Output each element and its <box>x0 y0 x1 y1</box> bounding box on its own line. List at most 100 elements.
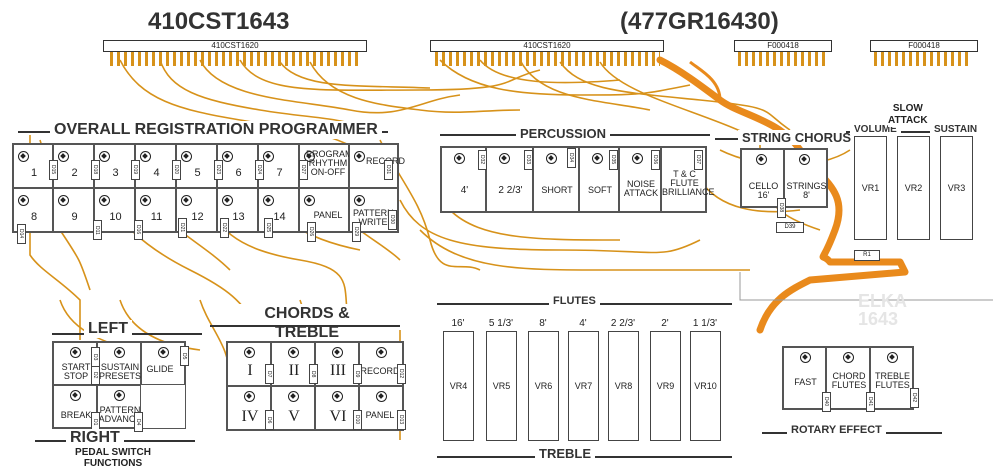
connector-3: F000418 <box>734 40 832 52</box>
board-number-title: 410CST1643 <box>148 8 290 35</box>
diode: D16 <box>134 220 143 240</box>
chords-panel: I II III RECORD IV V VI PANEL <box>226 341 404 431</box>
led-icon <box>376 347 387 358</box>
flute-113-slider[interactable]: VR10 <box>690 331 721 441</box>
perc-noise-button[interactable]: NOISE ATTACK <box>619 147 661 212</box>
connector-1-pins <box>110 52 360 66</box>
strings-button[interactable]: STRINGS 8' <box>784 149 827 207</box>
program-vi-button[interactable]: VI <box>315 386 359 430</box>
prog-button-1[interactable]: 1 <box>13 144 53 188</box>
rotary-chord-flutes-button[interactable]: CHORD FLUTES <box>826 347 870 409</box>
overall-registration-panel: 1 2 3 4 5 6 7 PROGRAM RHYTHM ON-OFF RECO… <box>12 143 405 233</box>
slow-attack-title: SLOW ATTACK <box>888 103 928 127</box>
diode: D29 <box>352 222 361 242</box>
flute-8-slider[interactable]: VR6 <box>528 331 559 441</box>
rotary-effect-panel: FAST CHORD FLUTES TREBLE FLUTES <box>782 346 914 410</box>
footage-label: 5 1/3' <box>488 318 514 329</box>
flute-16-slider[interactable]: VR4 <box>443 331 474 441</box>
sustain-slider[interactable]: VR3 <box>940 136 973 240</box>
diode: D33 <box>524 150 533 170</box>
flute-513-slider[interactable]: VR5 <box>486 331 517 441</box>
diode: D30 <box>388 210 397 230</box>
start-stop-button[interactable]: START STOP <box>53 342 97 385</box>
led-icon <box>354 195 365 206</box>
sustain-presets-button[interactable]: SUSTAIN PRESETS <box>97 342 141 385</box>
chords-header-rule <box>210 325 400 327</box>
cello-button[interactable]: CELLO 16' <box>741 149 784 207</box>
led-icon <box>58 151 69 162</box>
diode: D19 <box>131 160 140 180</box>
prog-button-3[interactable]: 3 <box>94 144 135 188</box>
prog-button-6[interactable]: 6 <box>217 144 258 188</box>
rotary-fast-button[interactable]: FAST <box>783 347 826 409</box>
prog-button-5[interactable]: 5 <box>176 144 217 188</box>
diode: D14 <box>17 224 26 244</box>
connector-4: F000418 <box>870 40 978 52</box>
prog-button-4[interactable]: 4 <box>135 144 176 188</box>
led-icon <box>800 352 811 363</box>
led-icon <box>244 347 255 358</box>
break-button[interactable]: BREAK <box>53 385 97 428</box>
string-chorus-panel: CELLO 16' STRINGS 8' <box>740 148 828 208</box>
diode: D27 <box>299 160 308 180</box>
diode: D38 <box>777 198 786 218</box>
diode: D21 <box>178 218 187 238</box>
volume-slider[interactable]: VR1 <box>854 136 887 240</box>
diode: D6 <box>265 410 274 430</box>
led-icon <box>632 153 643 164</box>
pattern-advance-button[interactable]: PATTERN ADVANCE <box>97 385 141 428</box>
led-icon <box>222 195 233 206</box>
led-icon <box>843 352 854 363</box>
led-icon <box>114 390 125 401</box>
led-icon <box>114 347 125 358</box>
led-icon <box>58 195 69 206</box>
program-rhythm-button[interactable]: PROGRAM RHYTHM ON-OFF <box>299 144 353 188</box>
prog-button-7[interactable]: 7 <box>258 144 299 188</box>
diode: D5 <box>180 346 189 366</box>
program-iv-button[interactable]: IV <box>227 386 271 430</box>
diode: D4 <box>134 412 143 432</box>
diode: D9 <box>353 364 362 384</box>
led-icon <box>376 391 387 402</box>
led-icon <box>332 391 343 402</box>
overall-registration-title: OVERALL REGISTRATION PROGRAMMER <box>50 121 382 139</box>
flute-223-slider[interactable]: VR8 <box>608 331 639 441</box>
prog-button-11[interactable]: 11 <box>135 188 176 232</box>
program-v-button[interactable]: V <box>271 386 315 430</box>
left-title: LEFT <box>84 320 132 338</box>
flutes-title: FLUTES <box>549 295 600 307</box>
rotary-treble-flutes-button[interactable]: TREBLE FLUTES <box>870 347 913 409</box>
led-icon <box>140 195 151 206</box>
perc-4-button[interactable]: 4' <box>441 147 486 212</box>
led-icon <box>499 153 510 164</box>
volume-title: VOLUME <box>850 124 901 135</box>
diode: D11 <box>93 220 102 240</box>
program-i-button[interactable]: I <box>227 342 271 386</box>
prog-button-12[interactable]: 12 <box>176 188 217 232</box>
flute-4-slider[interactable]: VR7 <box>568 331 599 441</box>
led-icon <box>181 195 192 206</box>
led-icon <box>546 153 557 164</box>
program-ii-button[interactable]: II <box>271 342 315 386</box>
prog-button-2[interactable]: 2 <box>53 144 94 188</box>
footage-label: 2' <box>661 318 669 329</box>
left-panel: START STOP SUSTAIN PRESETS GLIDE BREAK P… <box>52 341 186 429</box>
diode: D24 <box>255 160 264 180</box>
volume-header-rule <box>846 131 976 133</box>
led-icon <box>263 151 274 162</box>
diode: D22 <box>220 218 229 238</box>
chords-record-button[interactable]: RECORD <box>359 342 403 386</box>
chords-panel-button[interactable]: PANEL <box>359 386 403 430</box>
flute-2-slider[interactable]: VR9 <box>650 331 681 441</box>
footage-label: 8' <box>539 318 547 329</box>
diode: D10 <box>353 410 362 430</box>
percussion-title: PERCUSSION <box>516 126 610 141</box>
slow-attack-slider[interactable]: VR2 <box>897 136 930 240</box>
connector-4-pins <box>874 52 972 66</box>
led-icon <box>354 151 365 162</box>
diode: D37 <box>694 150 703 170</box>
prog-button-9[interactable]: 9 <box>53 188 94 232</box>
glide-button[interactable]: GLIDE <box>141 342 185 385</box>
led-icon <box>18 195 29 206</box>
led-icon <box>304 195 315 206</box>
